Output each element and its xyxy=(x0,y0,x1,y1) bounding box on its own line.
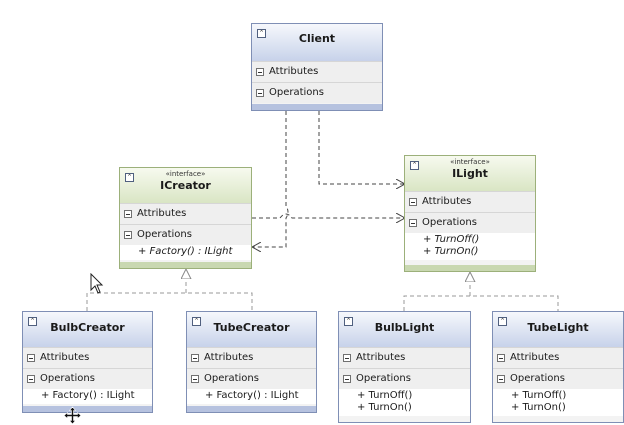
icreator-interface[interactable]: ⌃ «interface» ICreator Attributes Operat… xyxy=(119,167,252,269)
class-footer xyxy=(187,406,316,412)
collapse-minus-icon[interactable] xyxy=(191,354,199,362)
operations-list: + Factory() : ILight xyxy=(23,389,152,404)
bulblight-header: ⌃ BulbLight xyxy=(339,312,470,347)
attributes-compartment[interactable]: Attributes xyxy=(120,203,251,224)
operations-compartment[interactable]: Operations xyxy=(187,368,316,389)
operation-item[interactable]: + TurnOn() xyxy=(511,402,566,413)
icreator-header: ⌃ «interface» ICreator xyxy=(120,168,251,203)
collapse-minus-icon[interactable] xyxy=(409,198,417,206)
class-footer xyxy=(252,104,382,110)
attributes-compartment[interactable]: Attributes xyxy=(252,61,382,82)
client-to-ilight-dependency xyxy=(318,111,405,184)
collapse-icon[interactable]: ⌃ xyxy=(410,161,419,170)
collapse-minus-icon[interactable] xyxy=(256,68,264,76)
bulblight-class[interactable]: ⌃ BulbLight Attributes Operations + Turn… xyxy=(338,311,471,423)
tubecreator-header: ⌃ TubeCreator xyxy=(187,312,316,347)
collapse-minus-icon[interactable] xyxy=(256,89,264,97)
collapse-minus-icon[interactable] xyxy=(497,375,505,383)
tubelight-header: ⌃ TubeLight xyxy=(493,312,623,347)
bulbcreator-header: ⌃ BulbCreator xyxy=(23,312,152,347)
collapse-minus-icon[interactable] xyxy=(27,375,35,383)
operation-item[interactable]: + TurnOff() xyxy=(357,390,413,401)
collapse-minus-icon[interactable] xyxy=(27,354,35,362)
class-footer xyxy=(405,265,535,271)
class-name: BulbLight xyxy=(374,321,435,334)
operations-compartment[interactable]: Operations xyxy=(120,224,251,245)
operation-item[interactable]: + Factory() : ILight xyxy=(138,246,233,257)
class-name: ICreator xyxy=(160,179,211,192)
collapse-icon[interactable]: ⌃ xyxy=(28,317,37,326)
tubelight-class[interactable]: ⌃ TubeLight Attributes Operations + Turn… xyxy=(492,311,624,423)
ilight-interface[interactable]: ⌃ «interface» ILight Attributes Operatio… xyxy=(404,155,536,272)
operations-list: + Factory() : ILight xyxy=(120,245,251,260)
attributes-compartment[interactable]: Attributes xyxy=(339,347,470,368)
attributes-compartment[interactable]: Attributes xyxy=(187,347,316,368)
operation-item[interactable]: + TurnOff() xyxy=(511,390,567,401)
operation-item[interactable]: + TurnOn() xyxy=(423,246,479,257)
move-cursor-icon xyxy=(63,406,82,425)
ilight-header: ⌃ «interface» ILight xyxy=(405,156,535,191)
class-name: Client xyxy=(298,32,336,45)
collapse-minus-icon[interactable] xyxy=(124,231,132,239)
class-name: ILight xyxy=(452,167,488,180)
class-footer xyxy=(120,262,251,268)
creators-generalization xyxy=(86,269,253,311)
client-class[interactable]: ⌃ Client Attributes Operations xyxy=(251,23,383,111)
attributes-compartment[interactable]: Attributes xyxy=(493,347,623,368)
collapse-minus-icon[interactable] xyxy=(343,354,351,362)
collapse-minus-icon[interactable] xyxy=(343,375,351,383)
operations-compartment[interactable]: Operations xyxy=(493,368,623,389)
mouse-pointer-icon xyxy=(90,273,104,294)
stereotype-label: «interface» xyxy=(450,158,490,166)
tubecreator-class[interactable]: ⌃ TubeCreator Attributes Operations + Fa… xyxy=(186,311,317,413)
collapse-icon[interactable]: ⌃ xyxy=(257,29,266,38)
client-to-icreator-dependency xyxy=(252,111,289,247)
operations-list: + TurnOff() + TurnOn() xyxy=(405,233,535,260)
class-name: TubeLight xyxy=(527,321,589,334)
operation-item[interactable]: + Factory() : ILight xyxy=(205,390,299,401)
collapse-minus-icon[interactable] xyxy=(124,210,132,218)
client-header: ⌃ Client xyxy=(252,24,382,61)
icreator-to-ilight-dependency xyxy=(252,214,405,218)
operation-item[interactable]: + TurnOn() xyxy=(357,402,412,413)
stereotype-label: «interface» xyxy=(165,170,206,178)
lights-generalization xyxy=(403,272,559,311)
operations-compartment[interactable]: Operations xyxy=(252,82,382,103)
operations-list: + TurnOff() + TurnOn() xyxy=(339,389,470,416)
operation-item[interactable]: + Factory() : ILight xyxy=(41,390,135,401)
operations-compartment[interactable]: Operations xyxy=(23,368,152,389)
bulbcreator-class[interactable]: ⌃ BulbCreator Attributes Operations + Fa… xyxy=(22,311,153,413)
collapse-minus-icon[interactable] xyxy=(191,375,199,383)
attributes-compartment[interactable]: Attributes xyxy=(405,191,535,212)
operations-compartment[interactable]: Operations xyxy=(405,212,535,233)
collapse-icon[interactable]: ⌃ xyxy=(498,317,507,326)
operations-list: + TurnOff() + TurnOn() xyxy=(493,389,623,416)
class-name: BulbCreator xyxy=(50,321,125,334)
collapse-minus-icon[interactable] xyxy=(497,354,505,362)
collapse-minus-icon[interactable] xyxy=(409,219,417,227)
operations-compartment[interactable]: Operations xyxy=(339,368,470,389)
collapse-icon[interactable]: ⌃ xyxy=(125,173,134,182)
collapse-icon[interactable]: ⌃ xyxy=(344,317,353,326)
class-footer xyxy=(23,406,152,412)
collapse-icon[interactable]: ⌃ xyxy=(192,317,201,326)
operations-list: + Factory() : ILight xyxy=(187,389,316,404)
class-name: TubeCreator xyxy=(213,321,290,334)
operation-item[interactable]: + TurnOff() xyxy=(423,234,480,245)
attributes-compartment[interactable]: Attributes xyxy=(23,347,152,368)
